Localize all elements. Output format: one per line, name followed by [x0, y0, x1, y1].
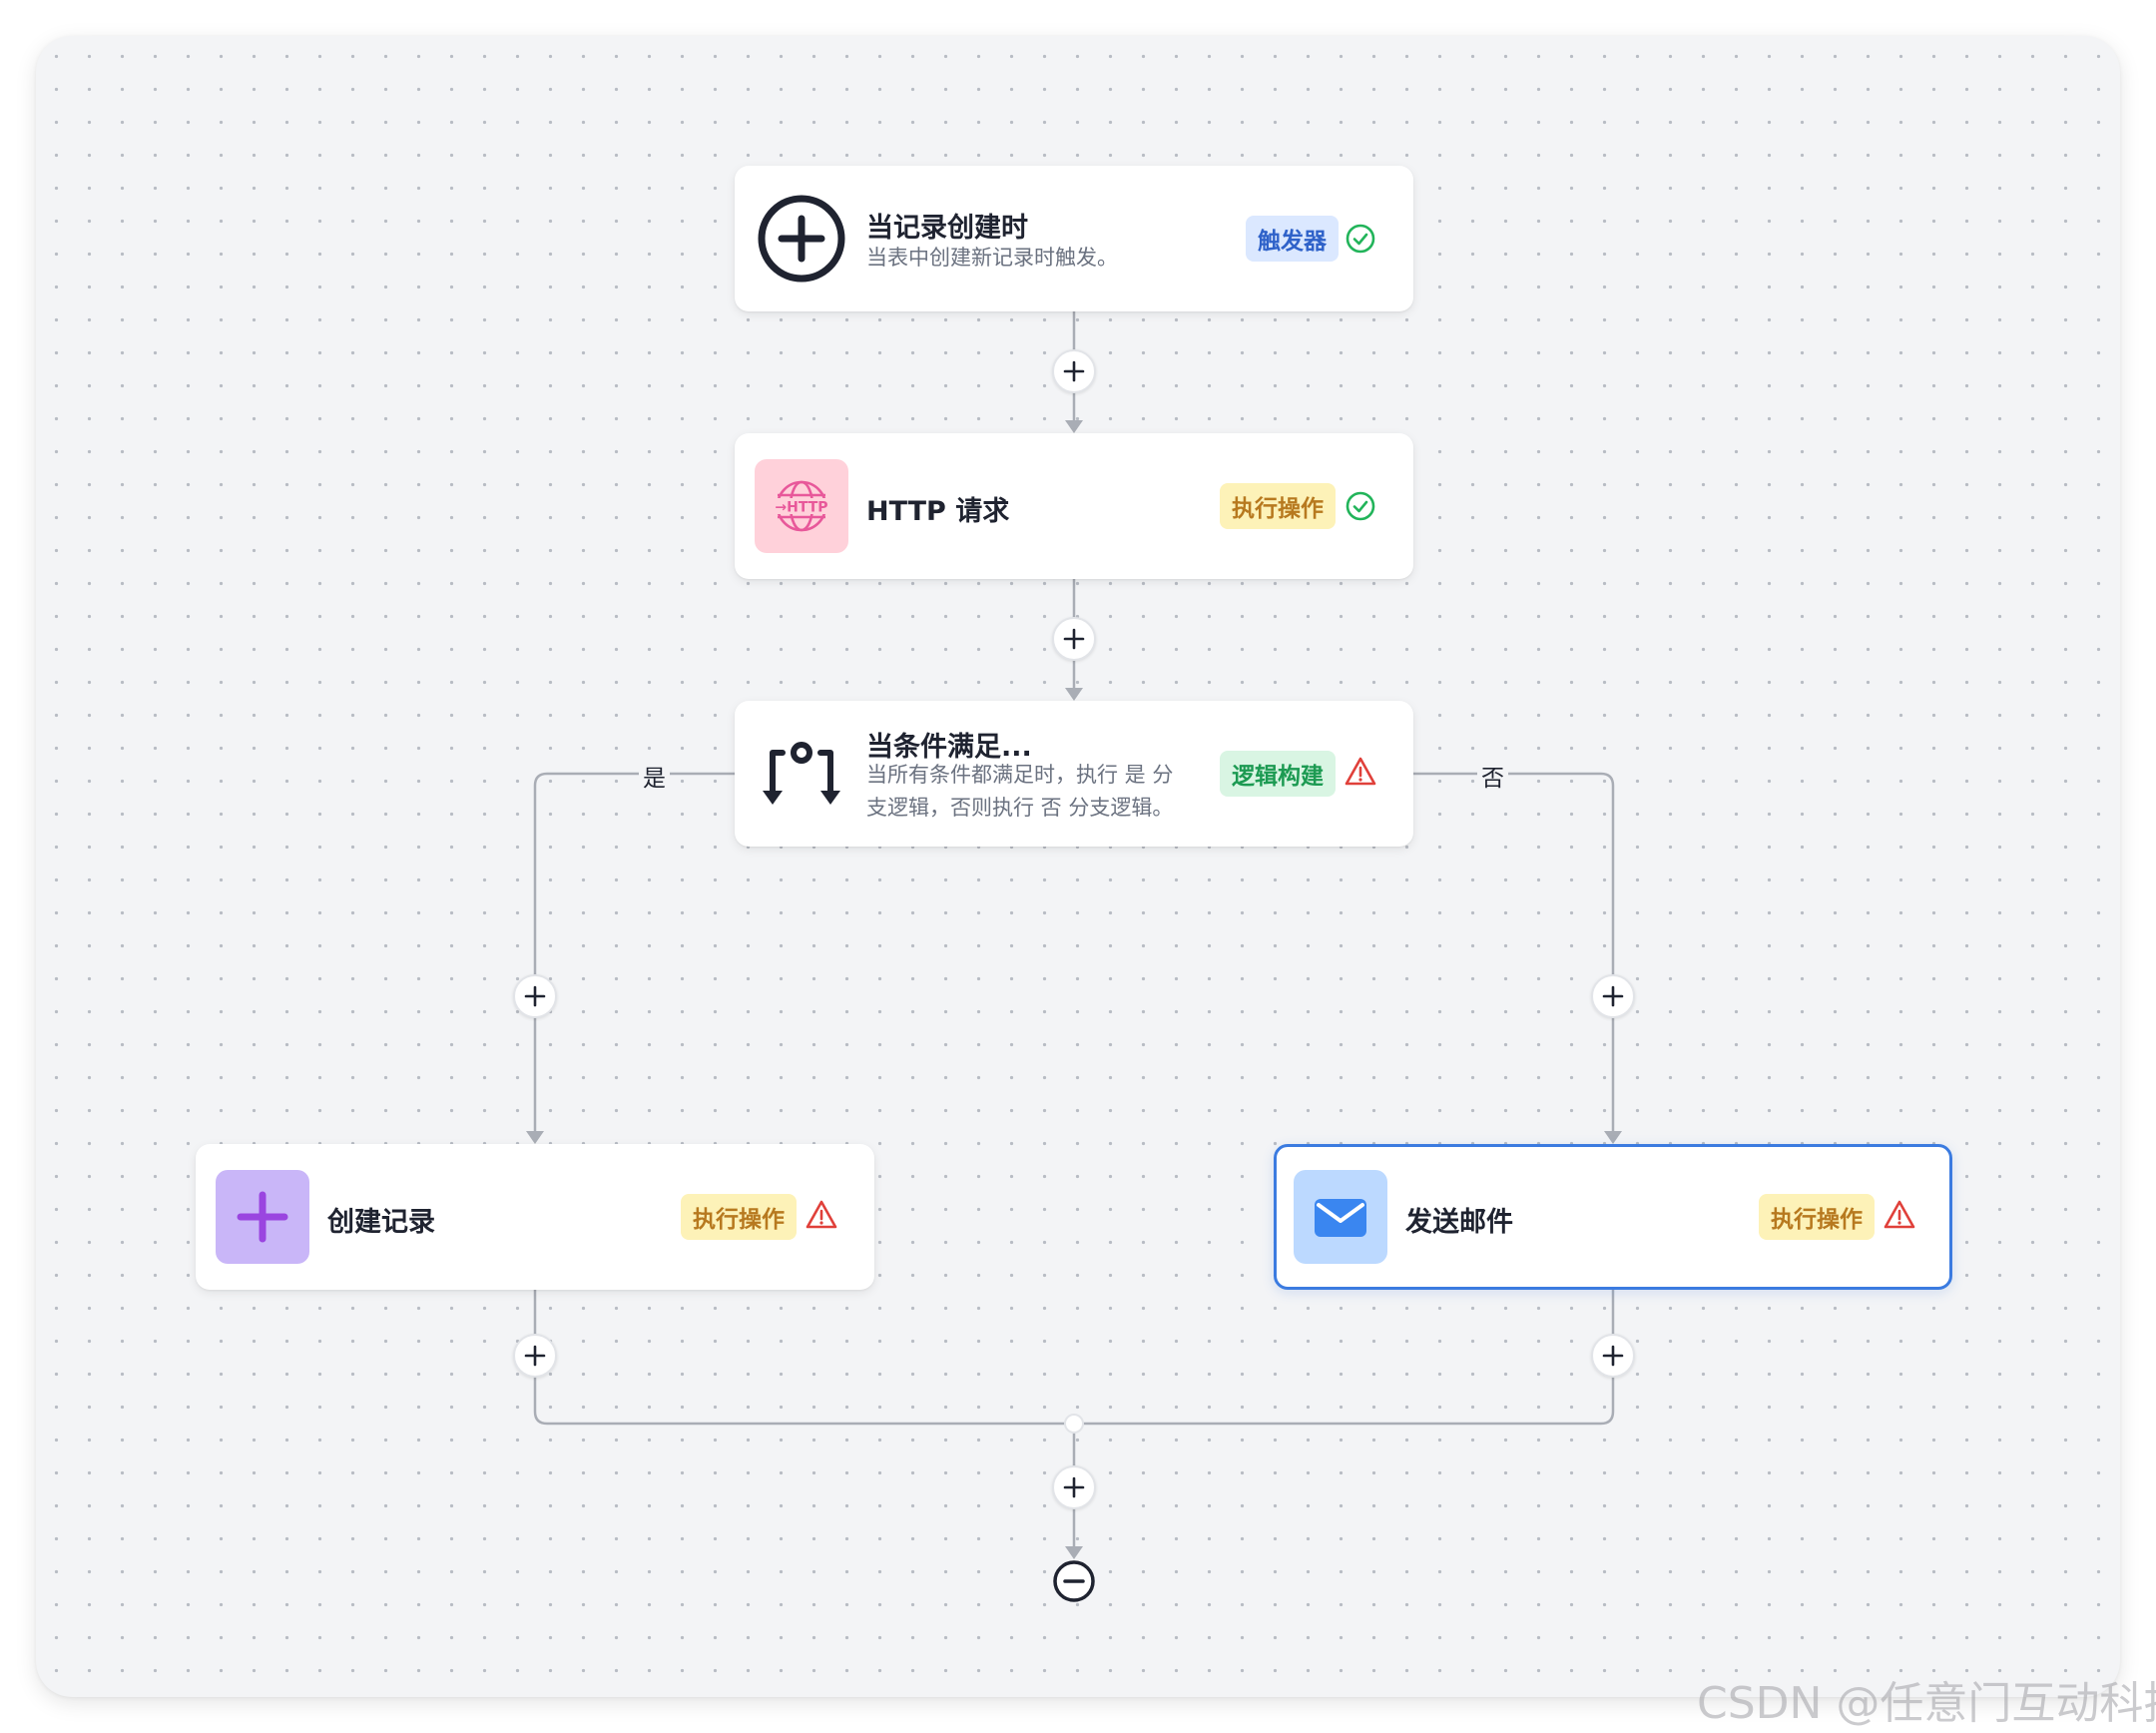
action-badge: 执行操作: [1220, 483, 1336, 529]
minus-circle-icon[interactable]: [1052, 1559, 1096, 1603]
plus-circle-icon: [755, 192, 848, 286]
add-step-button[interactable]: [1052, 617, 1096, 661]
workflow-canvas[interactable]: [36, 36, 2120, 1697]
node-description: 当表中创建新记录时触发。: [866, 246, 1118, 270]
logic-badge: 逻辑构建: [1220, 751, 1336, 797]
send-email-node[interactable]: 发送邮件 执行操作: [1274, 1144, 1952, 1290]
add-step-button-no[interactable]: [1591, 974, 1635, 1018]
plus-icon: [1602, 1345, 1624, 1367]
no-branch-label: 否: [1477, 759, 1508, 793]
watermark: CSDN @任意门互动科技: [1697, 1678, 2156, 1729]
node-title: 当记录创建时: [866, 213, 1028, 244]
plus-icon: [216, 1170, 309, 1264]
plus-icon: [524, 985, 546, 1007]
add-step-button-after-email[interactable]: [1591, 1334, 1635, 1378]
action-badge: 执行操作: [681, 1194, 797, 1240]
branch-icon: [755, 727, 848, 821]
plus-icon: [1063, 628, 1085, 650]
mail-icon: [1294, 1170, 1387, 1264]
check-circle-icon: [1346, 224, 1375, 254]
check-circle-icon: [1346, 491, 1375, 521]
node-title: 发送邮件: [1405, 1207, 1513, 1238]
plus-icon: [1063, 360, 1085, 382]
add-step-button-after-create[interactable]: [513, 1334, 557, 1378]
node-description: 当所有条件都满足时，执行 是 分: [866, 763, 1174, 787]
warning-icon: [806, 1200, 837, 1229]
warning-icon: [1345, 757, 1376, 786]
http-request-node[interactable]: →HTTP HTTP 请求 执行操作: [735, 433, 1413, 579]
create-record-node[interactable]: 创建记录 执行操作: [196, 1144, 874, 1290]
node-title: 当条件满足...: [866, 732, 1032, 763]
add-step-button-after-merge[interactable]: [1052, 1465, 1096, 1509]
action-badge: 执行操作: [1759, 1194, 1875, 1240]
yes-branch-label: 是: [639, 759, 670, 793]
plus-icon: [1602, 985, 1624, 1007]
node-description: 支逻辑，否则执行 否 分支逻辑。: [866, 796, 1174, 820]
add-step-button-yes[interactable]: [513, 974, 557, 1018]
plus-icon: [524, 1345, 546, 1367]
node-title: HTTP 请求: [866, 496, 1010, 527]
condition-node[interactable]: 当条件满足... 当所有条件都满足时，执行 是 分 支逻辑，否则执行 否 分支逻…: [735, 701, 1413, 847]
svg-text:→HTTP: →HTTP: [775, 500, 827, 516]
warning-icon: [1884, 1200, 1915, 1229]
add-step-button[interactable]: [1052, 349, 1096, 393]
plus-icon: [1063, 1476, 1085, 1498]
trigger-badge: 触发器: [1246, 216, 1339, 262]
trigger-node[interactable]: 当记录创建时 当表中创建新记录时触发。 触发器: [735, 166, 1413, 311]
node-title: 创建记录: [327, 1207, 435, 1238]
http-globe-icon: →HTTP: [755, 459, 848, 553]
